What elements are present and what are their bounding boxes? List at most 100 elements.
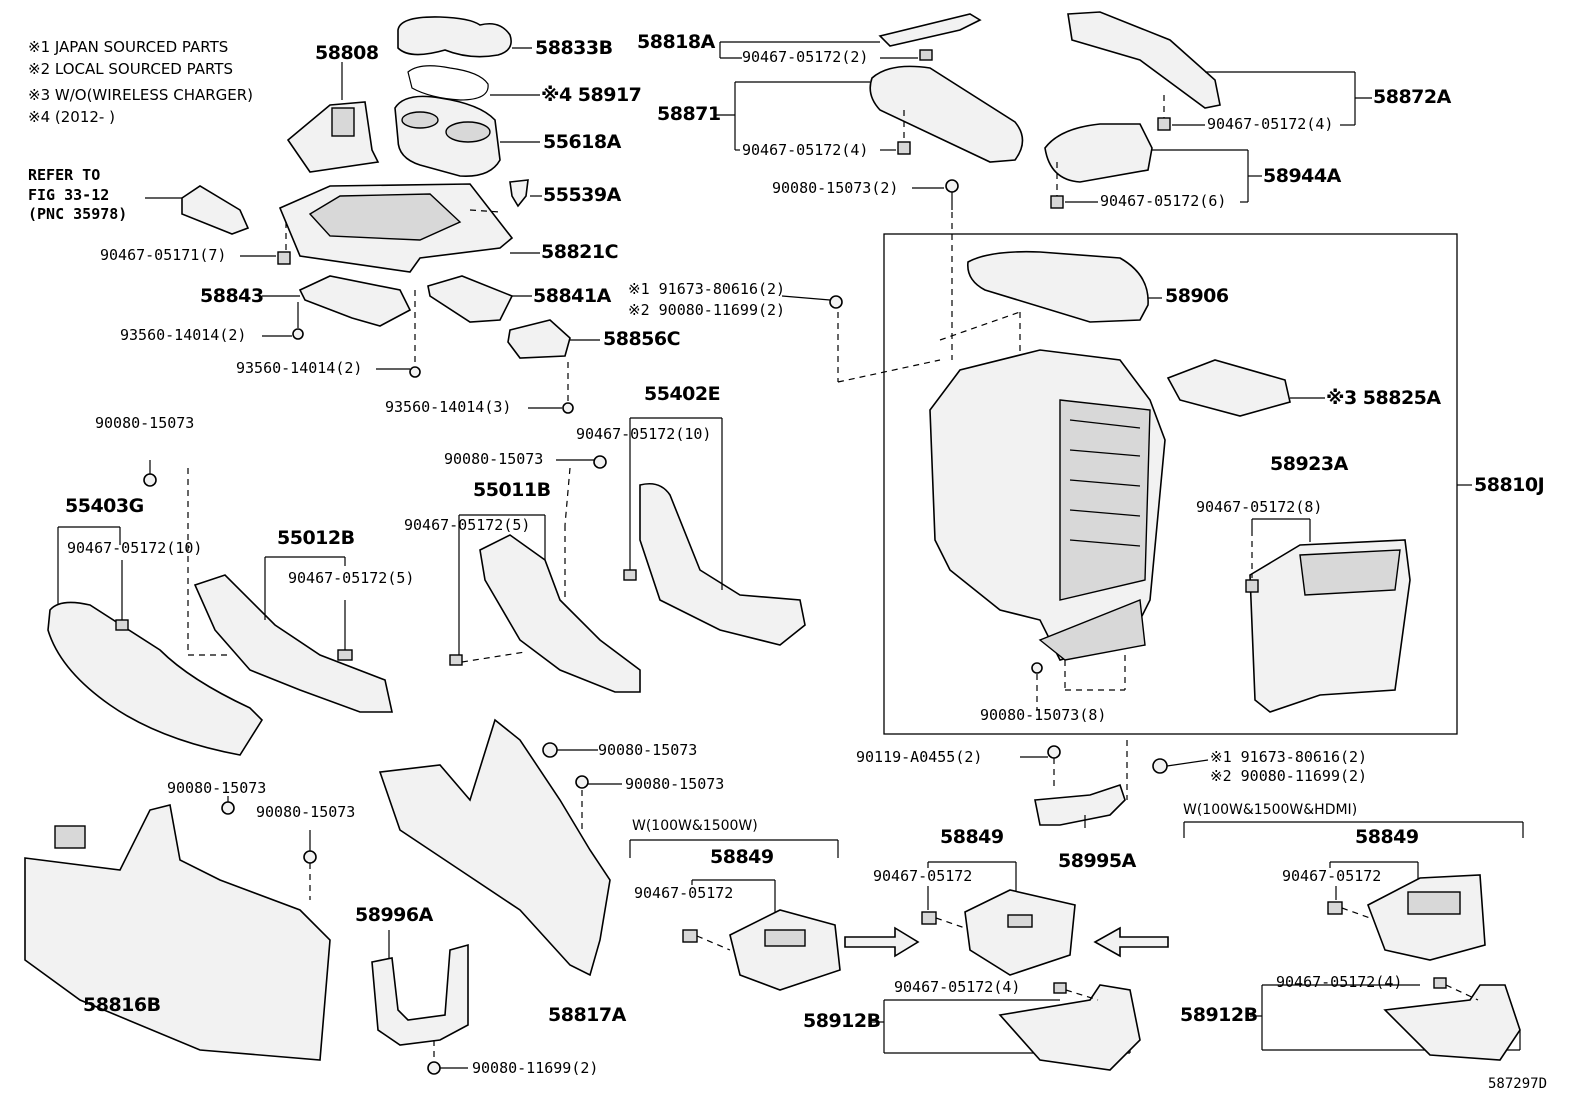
label-58912b-a: 58912B: [803, 1010, 881, 1032]
label-58821c: 58821C: [541, 241, 619, 263]
label-90467-05172-4c: 90467-05172(4): [894, 978, 1021, 996]
gasket-58833b: [397, 16, 512, 58]
label-58944a: 58944A: [1263, 165, 1341, 187]
label-90467-05172-10a: 90467-05172(10): [67, 539, 203, 557]
label-58996a: 58996A: [355, 904, 433, 926]
label-58841a: 58841A: [533, 285, 611, 307]
label-90080-15073-8: 90080-15073(8): [980, 706, 1107, 724]
legend-note-3: ※3 W/O(WIRELESS CHARGER): [28, 86, 254, 104]
armrest-58871: [869, 65, 1024, 163]
label-90080-15073-c1: 90080-15073: [598, 741, 698, 759]
switch-58849a: [729, 909, 841, 991]
label-58808: 58808: [315, 42, 379, 64]
label-55012b: 55012B: [277, 527, 355, 549]
legend-note-4: ※4 (2012- ): [28, 108, 115, 126]
label-90080-11699-c: ※2 90080-11699(2): [1210, 767, 1368, 785]
label-58817a: 58817A: [548, 1004, 626, 1026]
switch-58849c: [1367, 874, 1486, 961]
trim-58912b-a: [998, 984, 1141, 1071]
label-90467-05172-2: 90467-05172(2): [742, 48, 869, 66]
legend-note-1: ※1 JAPAN SOURCED PARTS: [28, 38, 229, 56]
ring-58917: [407, 65, 489, 101]
label-55618a: 55618A: [543, 131, 621, 153]
label-90080-15073-c2: 90080-15073: [625, 775, 725, 793]
label-58912b-b: 58912B: [1180, 1004, 1258, 1026]
trim-55402e: [639, 482, 806, 646]
shift-boot-58808: [286, 101, 380, 173]
label-90080-15073-m: 90080-15073: [444, 450, 544, 468]
label-90080-15073-d2: 90080-15073: [256, 803, 356, 821]
label-58849-c: 58849: [1355, 826, 1419, 848]
label-55539a: 55539A: [543, 184, 621, 206]
label-90080-15073-d1: 90080-15073: [167, 779, 267, 797]
label-90467-05172-c: 90467-05172: [1282, 867, 1382, 885]
label-58843: 58843: [200, 285, 264, 307]
tray-58825a: [1166, 359, 1291, 417]
switch-35978: [181, 185, 250, 235]
switch-58849b: [964, 889, 1076, 976]
trim-55011b: [479, 534, 641, 693]
label-90467-05172-a: 90467-05172: [634, 884, 734, 902]
label-90467-05172-5b: 90467-05172(5): [404, 516, 531, 534]
clip-55539a: [509, 179, 529, 208]
label-93560-c: 93560-14014(3): [385, 398, 512, 416]
label-58825a: ※3 58825A: [1326, 387, 1441, 409]
label-58871: 58871: [657, 103, 721, 125]
label-58818a: 58818A: [637, 31, 715, 53]
label-58917: ※4 58917: [541, 84, 642, 106]
label-93560-a: 93560-14014(2): [120, 326, 247, 344]
label-90080-11699-a: ※2 90080-11699(2): [628, 301, 786, 319]
label-91673-a: ※1 91673-80616(2): [628, 280, 786, 298]
label-55402e: 55402E: [644, 383, 721, 405]
trim-55403g: [47, 601, 264, 756]
label-90467-05172-8: 90467-05172(8): [1196, 498, 1323, 516]
label-90467-05172-4a: 90467-05172(4): [742, 141, 869, 159]
bracket-58856c: [507, 319, 571, 359]
assembly-frame-58810j: [883, 233, 1458, 735]
label-90080-15073-l1: 90080-15073: [95, 414, 195, 432]
label-58856c: 58856C: [603, 328, 681, 350]
label-90467-05172-b: 90467-05172: [873, 867, 973, 885]
variant-label-1: W(100W&1500W): [632, 818, 758, 834]
label-90467-05172-4b: 90467-05172(4): [1207, 115, 1334, 133]
label-58849-a: 58849: [710, 846, 774, 868]
label-90467-05172-6: 90467-05172(6): [1100, 192, 1227, 210]
label-58849-b: 58849: [940, 826, 1004, 848]
refer-line-2: FIG 33-12: [28, 186, 110, 204]
legend-note-2: ※2 LOCAL SOURCED PARTS: [28, 60, 233, 78]
label-90467-05172-4d: 90467-05172(4): [1276, 973, 1403, 991]
tray-58841a: [427, 275, 514, 323]
lid-58944a: [1044, 123, 1153, 183]
variant-label-2: W(100W&1500W&HDMI): [1183, 802, 1358, 818]
label-58810j: 58810J: [1474, 474, 1545, 496]
refer-line-1: REFER TO: [28, 166, 101, 184]
label-55011b: 55011B: [473, 479, 551, 501]
label-58923a: 58923A: [1270, 453, 1348, 475]
bracket-58843: [298, 275, 412, 327]
trim-58872a: [1067, 11, 1221, 109]
bracket-58996a: [371, 943, 469, 1046]
arrow-left: [1093, 926, 1169, 958]
label-90119: 90119-A0455(2): [856, 748, 983, 766]
label-58872a: 58872A: [1373, 86, 1451, 108]
figure-id: 587297D: [1488, 1076, 1548, 1092]
label-58816b: 58816B: [83, 994, 161, 1016]
side-panel-58817a: [378, 718, 611, 977]
label-90080-11699-b: 90080-11699(2): [472, 1059, 599, 1077]
label-93560-b: 93560-14014(2): [236, 359, 363, 377]
label-91673-b: ※1 91673-80616(2): [1210, 748, 1368, 766]
label-90467-05172-10b: 90467-05172(10): [576, 425, 712, 443]
side-panel-58816b: [24, 804, 331, 1061]
label-58906: 58906: [1165, 285, 1229, 307]
refer-line-3: (PNC 35978): [28, 205, 128, 223]
trim-55012b: [193, 574, 393, 713]
trim-58912b-b: [1383, 984, 1521, 1061]
label-90080-15073-2: 90080-15073(2): [772, 179, 899, 197]
lid-58906: [967, 250, 1149, 323]
label-58995a: 58995A: [1058, 850, 1136, 872]
bracket-58995a: [1034, 783, 1126, 826]
label-90467-05172-5a: 90467-05172(5): [288, 569, 415, 587]
label-55403g: 55403G: [65, 495, 144, 517]
arrow-right: [844, 926, 920, 958]
